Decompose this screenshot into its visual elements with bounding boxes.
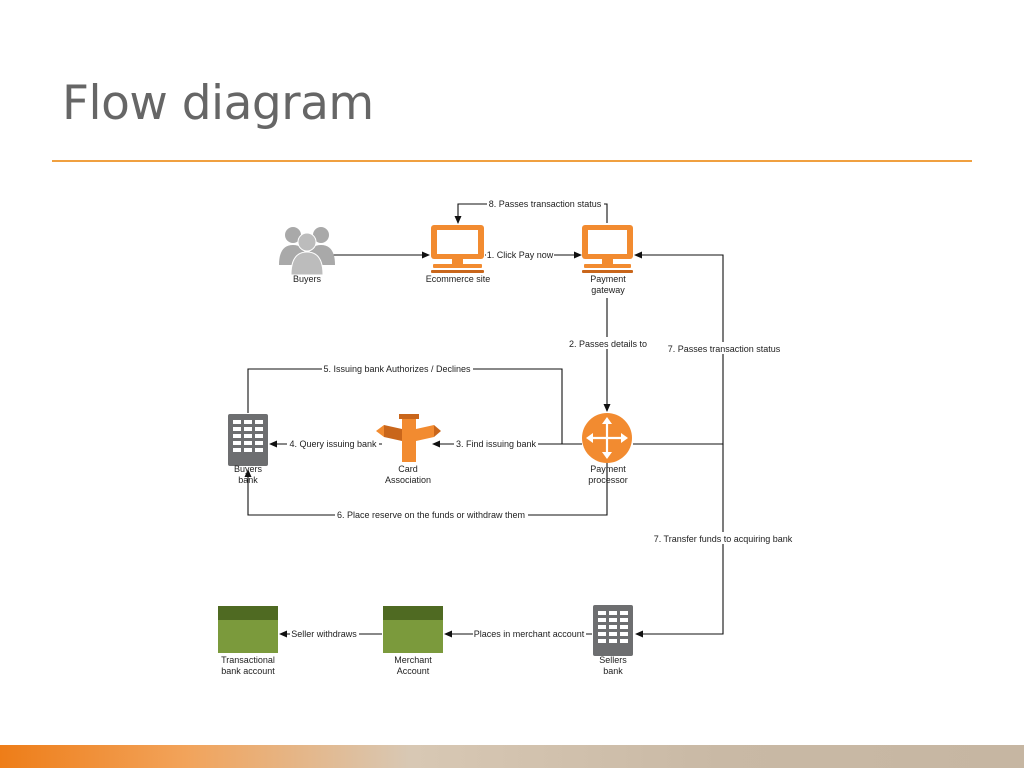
node-ecommerce-label: Ecommerce site: [426, 274, 491, 284]
node-merchant-account: Merchant Account: [383, 606, 443, 676]
node-ecommerce: Ecommerce site: [426, 225, 491, 284]
title-divider: [52, 160, 972, 162]
svg-text:Places in merchant account: Places in merchant account: [474, 629, 585, 639]
svg-text:2. Passes details to: 2. Passes details to: [569, 339, 647, 349]
node-gateway: Payment gateway: [582, 225, 633, 295]
node-merchant-account-label-1: Merchant: [394, 655, 432, 665]
router-circle-icon: [582, 413, 632, 463]
svg-text:4. Query issuing bank: 4. Query issuing bank: [289, 439, 377, 449]
svg-text:7. Transfer funds to acquiring: 7. Transfer funds to acquiring bank: [654, 534, 793, 544]
edge-label-2: 2. Passes details to: [567, 337, 649, 349]
node-buyers-bank: Buyers bank: [228, 414, 268, 485]
svg-text:1. Click Pay now: 1. Click Pay now: [487, 250, 554, 260]
node-processor-label-1: Payment: [590, 464, 626, 474]
node-gateway-label-2: gateway: [591, 285, 625, 295]
node-buyers-label: Buyers: [293, 274, 322, 284]
node-card-association-label-1: Card: [398, 464, 418, 474]
edge-label-3: 3. Find issuing bank: [454, 437, 538, 449]
svg-text:7. Passes transaction status: 7. Passes transaction status: [668, 344, 781, 354]
node-buyers: Buyers: [279, 227, 335, 284]
edge-label-places: Places in merchant account: [473, 627, 586, 639]
node-buyers-bank-label-2: bank: [238, 475, 258, 485]
router-arrows-icon: [376, 414, 441, 462]
svg-text:8. Passes transaction status: 8. Passes transaction status: [489, 199, 602, 209]
green-account-icon: [383, 606, 443, 653]
node-sellers-bank-label-1: Sellers: [599, 655, 627, 665]
edge-label-withdraw: Seller withdraws: [290, 627, 359, 639]
node-sellers-bank-label-2: bank: [603, 666, 623, 676]
edge-label-7a: 7. Passes transaction status: [666, 342, 782, 354]
edge-label-1: 1. Click Pay now: [486, 248, 554, 260]
footer-accent-bar: [0, 745, 1024, 768]
node-buyers-bank-label-1: Buyers: [234, 464, 263, 474]
node-gateway-label-1: Payment: [590, 274, 626, 284]
svg-text:3. Find issuing bank: 3. Find issuing bank: [456, 439, 537, 449]
edge-label-8: 8. Passes transaction status: [487, 197, 604, 209]
node-processor-label-2: processor: [588, 475, 628, 485]
computer-monitor-icon: [431, 225, 484, 273]
bank-building-icon: [593, 605, 633, 656]
people-group-icon: [279, 227, 335, 276]
edge-label-4: 4. Query issuing bank: [287, 437, 379, 449]
svg-text:6. Place reserve on the funds: 6. Place reserve on the funds or withdra…: [337, 510, 525, 520]
node-processor: Payment processor: [582, 413, 632, 485]
edge-label-5: 5. Issuing bank Authorizes / Declines: [322, 362, 473, 374]
node-transactional-account-label-1: Transactional: [221, 655, 275, 665]
slide-title: Flow diagram: [62, 76, 374, 131]
node-transactional-account: Transactional bank account: [218, 606, 278, 676]
svg-text:Seller withdraws: Seller withdraws: [291, 629, 357, 639]
svg-text:5. Issuing bank Authorizes / D: 5. Issuing bank Authorizes / Declines: [323, 364, 471, 374]
node-card-association-label-2: Association: [385, 475, 431, 485]
bank-building-icon: [228, 414, 268, 466]
edge-label-7b: 7. Transfer funds to acquiring bank: [652, 532, 794, 544]
edge-7b-line: [635, 444, 724, 638]
edge-label-6: 6. Place reserve on the funds or withdra…: [335, 508, 528, 520]
computer-monitor-icon: [582, 225, 633, 273]
node-card-association: Card Association: [376, 414, 441, 485]
node-merchant-account-label-2: Account: [397, 666, 430, 676]
green-account-icon: [218, 606, 278, 653]
node-transactional-account-label-2: bank account: [221, 666, 275, 676]
node-sellers-bank: Sellers bank: [593, 605, 633, 676]
edge-6-line: [244, 462, 608, 516]
